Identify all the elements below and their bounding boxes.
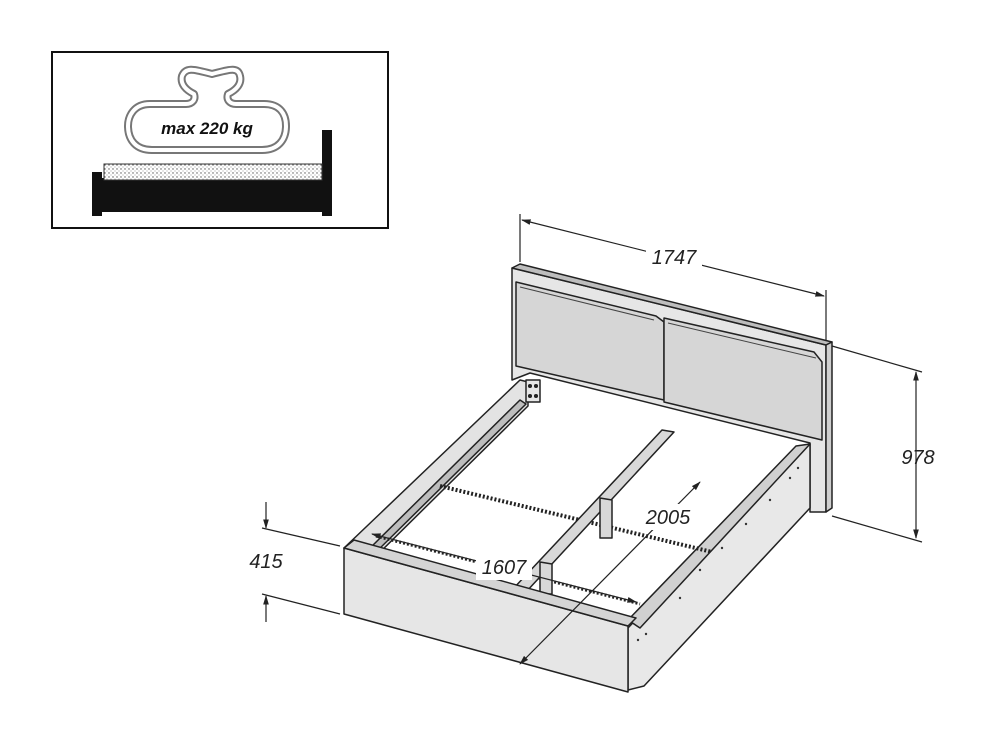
dimension-height: 978	[901, 447, 934, 469]
bed-icon	[92, 130, 332, 216]
load-rating-badge: max 220 kg	[51, 51, 389, 229]
weight-icon	[124, 65, 290, 154]
load-label: max 220 kg	[161, 119, 253, 138]
corner-bracket	[525, 379, 541, 403]
bed-frame	[343, 263, 833, 693]
headboard-right-edge	[825, 341, 833, 513]
center-leg-a	[599, 497, 613, 539]
dimension-side-height: 415	[249, 551, 283, 573]
dimension-length: 2005	[645, 507, 691, 529]
dimension-width: 1747	[652, 247, 697, 269]
dimension-inner-width: 1607	[482, 557, 527, 579]
cushion-right	[663, 317, 823, 441]
